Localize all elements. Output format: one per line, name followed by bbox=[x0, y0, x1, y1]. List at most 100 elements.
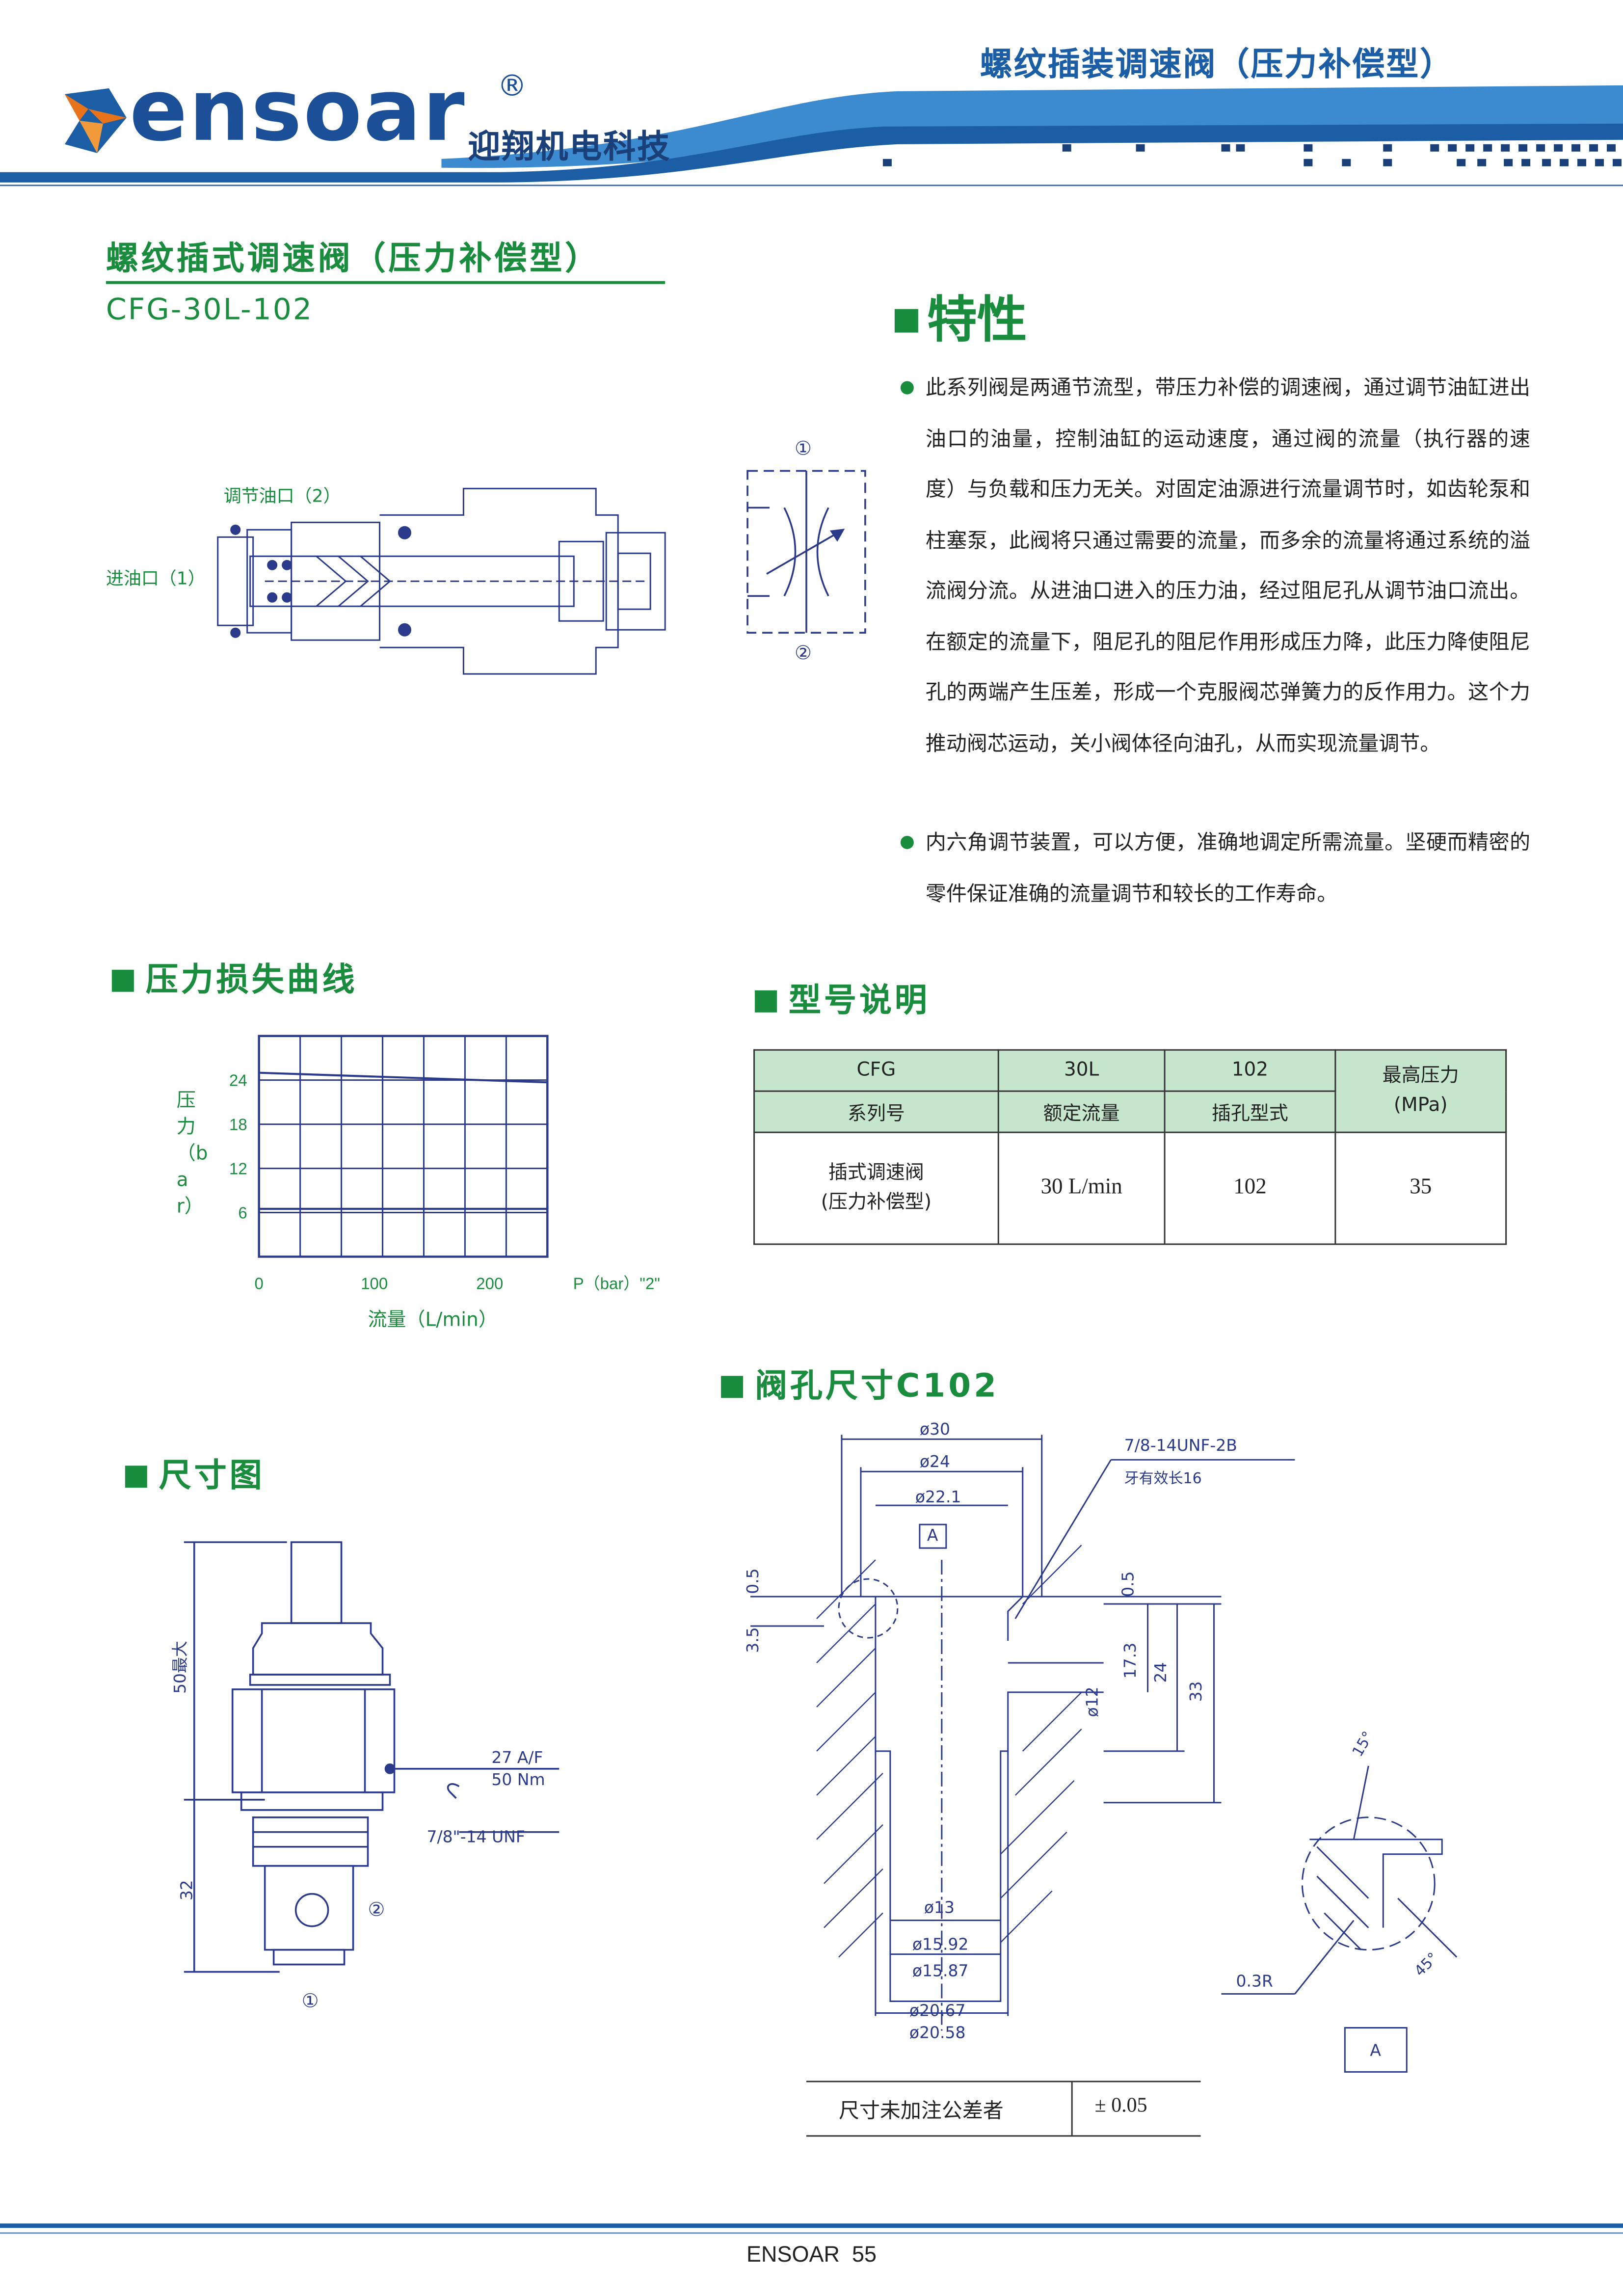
page-header: ensoar ® 迎翔机电科技 螺纹插装调速阀（压力补偿型） bbox=[0, 0, 1623, 206]
title-underline bbox=[106, 281, 665, 284]
dim-v05b: 0.5 bbox=[1118, 1571, 1138, 1597]
registered-mark: ® bbox=[497, 67, 527, 103]
heading-square-icon bbox=[125, 1466, 147, 1488]
model-spec-table: CFG 30L 102 最高压力 (MPa) 系列号 额定流量 插孔型式 插式调… bbox=[753, 1049, 1507, 1245]
label-cavity: 插孔型式 bbox=[1164, 1090, 1336, 1133]
heading-square-icon bbox=[894, 309, 918, 333]
footer-rule bbox=[0, 2223, 1623, 2228]
dim-v05a: 0.5 bbox=[743, 1568, 763, 1594]
feature-item-2: 内六角调节装置，可以方便，准确地调定所需流量。坚硬而精密的零件保证准确的流量调节… bbox=[900, 818, 1531, 920]
y-tick-label: 18 bbox=[229, 1116, 247, 1134]
cavity-heading-text: 阀孔尺寸C102 bbox=[755, 1368, 1000, 1406]
cavity-heading: 阀孔尺寸C102 bbox=[721, 1360, 999, 1407]
dim-v17-3: 17.3 bbox=[1120, 1642, 1140, 1679]
port1-label: 进油口（1） bbox=[106, 568, 206, 589]
dim-v35: 3.5 bbox=[743, 1627, 763, 1653]
hydraulic-symbol bbox=[746, 470, 866, 634]
x-tick-label: 200 bbox=[476, 1274, 503, 1292]
features-heading: 特性 bbox=[894, 280, 1027, 352]
features-heading-text: 特性 bbox=[927, 291, 1027, 350]
dim-d12: ø12 bbox=[1083, 1686, 1102, 1717]
dim-d13: ø13 bbox=[924, 1898, 955, 1918]
dim-d15-92: ø15.92 bbox=[912, 1935, 969, 1954]
dim-thread-spec: 7/8"-14 UNF bbox=[426, 1827, 525, 1847]
chart-xlabel: 流量（L/min） bbox=[368, 1309, 498, 1332]
code-cavity: 102 bbox=[1164, 1049, 1336, 1092]
port2-label: 调节油口（2） bbox=[223, 485, 341, 507]
dim-hex-size: 27 A/F bbox=[491, 1748, 543, 1767]
tolerance-value: ± 0.05 bbox=[1094, 2095, 1147, 2118]
code-flow: 30L bbox=[997, 1049, 1166, 1092]
max-pressure-header: 最高压力 (MPa) bbox=[1334, 1049, 1507, 1133]
value-pressure: 35 bbox=[1334, 1131, 1507, 1245]
dim-max-length: 50最大 bbox=[170, 1640, 190, 1694]
brand-logo-mark bbox=[64, 88, 127, 153]
valve-section-drawing bbox=[217, 487, 666, 675]
dim-length-32: 32 bbox=[177, 1880, 197, 1901]
heading-square-icon bbox=[111, 969, 134, 992]
dim-torque: 50 Nm bbox=[491, 1770, 545, 1789]
x-tick-label: 0 bbox=[255, 1274, 264, 1292]
datum-a-top: A bbox=[927, 1526, 938, 1546]
tolerance-note: 尺寸未加注公差者 ± 0.05 bbox=[806, 2081, 1201, 2137]
value-series: 插式调速阀 (压力补偿型) bbox=[753, 1131, 999, 1245]
max-pressure-label: 最高压力 bbox=[1382, 1065, 1459, 1087]
y-tick-label: 6 bbox=[238, 1204, 247, 1222]
dim-thread-length: 牙有效长16 bbox=[1124, 1471, 1202, 1488]
heading-square-icon bbox=[721, 1376, 744, 1398]
category-title: 螺纹插装调速阀（压力补偿型） bbox=[980, 47, 1454, 84]
code-series: CFG bbox=[753, 1049, 999, 1092]
dim-d15-87: ø15.87 bbox=[912, 1961, 969, 1981]
valve-outline-drawing bbox=[184, 1541, 559, 1973]
heading-square-icon bbox=[755, 990, 777, 1013]
dim-d30: ø30 bbox=[919, 1420, 951, 1440]
header-wave-graphic bbox=[0, 85, 1623, 187]
x-tick-label: P（bar）"2" bbox=[573, 1274, 660, 1292]
value-cavity: 102 bbox=[1164, 1131, 1336, 1245]
symbol-port2: ② bbox=[795, 643, 812, 666]
x-tick-label: 100 bbox=[361, 1274, 388, 1292]
model-spec-heading: 型号说明 bbox=[755, 974, 930, 1021]
chart-frame bbox=[258, 1035, 549, 1258]
pressure-curve-heading-text: 压力损失曲线 bbox=[145, 962, 358, 999]
feature-text-1: 此系列阀是两通节流型，带压力补偿的调速阀，通过调节油缸进出油口的油量，控制油缸的… bbox=[925, 376, 1531, 756]
dim-d22-1: ø22.1 bbox=[915, 1488, 961, 1507]
pressure-loss-chart: 6 12 18 24 0 100 200 P（bar）"2" bbox=[229, 1035, 660, 1292]
tolerance-divider bbox=[1071, 2082, 1073, 2136]
dim-v24: 24 bbox=[1151, 1662, 1171, 1683]
tolerance-label: 尺寸未加注公差者 bbox=[838, 2100, 1004, 2124]
y-tick-label: 12 bbox=[229, 1160, 247, 1178]
dim-v33: 33 bbox=[1187, 1681, 1206, 1702]
dim-d24: ø24 bbox=[919, 1452, 951, 1472]
bullet-icon bbox=[900, 381, 914, 395]
product-title: 螺纹插式调速阀（压力补偿型） bbox=[106, 241, 601, 278]
dimension-drawing-heading-text: 尺寸图 bbox=[159, 1458, 265, 1495]
footer-page-label: ENSOAR 55 bbox=[746, 2243, 877, 2268]
brand-wordmark: ensoar bbox=[129, 60, 466, 160]
bullet-icon bbox=[900, 835, 914, 849]
outline-port2: ② bbox=[368, 1899, 385, 1922]
label-flow: 额定流量 bbox=[997, 1090, 1166, 1133]
pressure-curve-heading: 压力损失曲线 bbox=[111, 954, 358, 1001]
model-spec-heading-text: 型号说明 bbox=[789, 983, 930, 1020]
feature-text-2: 内六角调节装置，可以方便，准确地调定所需流量。坚硬而精密的零件保证准确的流量调节… bbox=[925, 831, 1531, 906]
symbol-port1: ① bbox=[795, 438, 812, 461]
cavity-drawing bbox=[750, 1435, 1458, 2073]
dim-d20-67: ø20.67 bbox=[909, 2001, 966, 2021]
y-tick-label: 24 bbox=[229, 1071, 247, 1090]
dim-thread: 7/8-14UNF-2B bbox=[1124, 1436, 1237, 1456]
series-line-1 bbox=[259, 1071, 548, 1084]
dim-d20-58: ø20.58 bbox=[909, 2023, 966, 2043]
product-model: CFG-30L-102 bbox=[106, 291, 314, 327]
value-flow: 30 L/min bbox=[997, 1131, 1166, 1245]
feature-item-1: 此系列阀是两通节流型，带压力补偿的调速阀，通过调节油缸进出油口的油量，控制油缸的… bbox=[900, 364, 1531, 770]
max-pressure-unit: (MPa) bbox=[1393, 1094, 1448, 1117]
dimension-drawing-heading: 尺寸图 bbox=[125, 1449, 265, 1496]
label-series: 系列号 bbox=[753, 1090, 999, 1133]
chart-ylabel: 压力（bar） bbox=[176, 1090, 208, 1219]
dim-radius: 0.3R bbox=[1236, 1972, 1273, 1991]
outline-port1: ① bbox=[301, 1991, 319, 2013]
company-name: 迎翔机电科技 bbox=[468, 129, 671, 166]
footer-rule-thin bbox=[0, 2232, 1623, 2234]
datum-a-detail: A bbox=[1370, 2041, 1381, 2060]
